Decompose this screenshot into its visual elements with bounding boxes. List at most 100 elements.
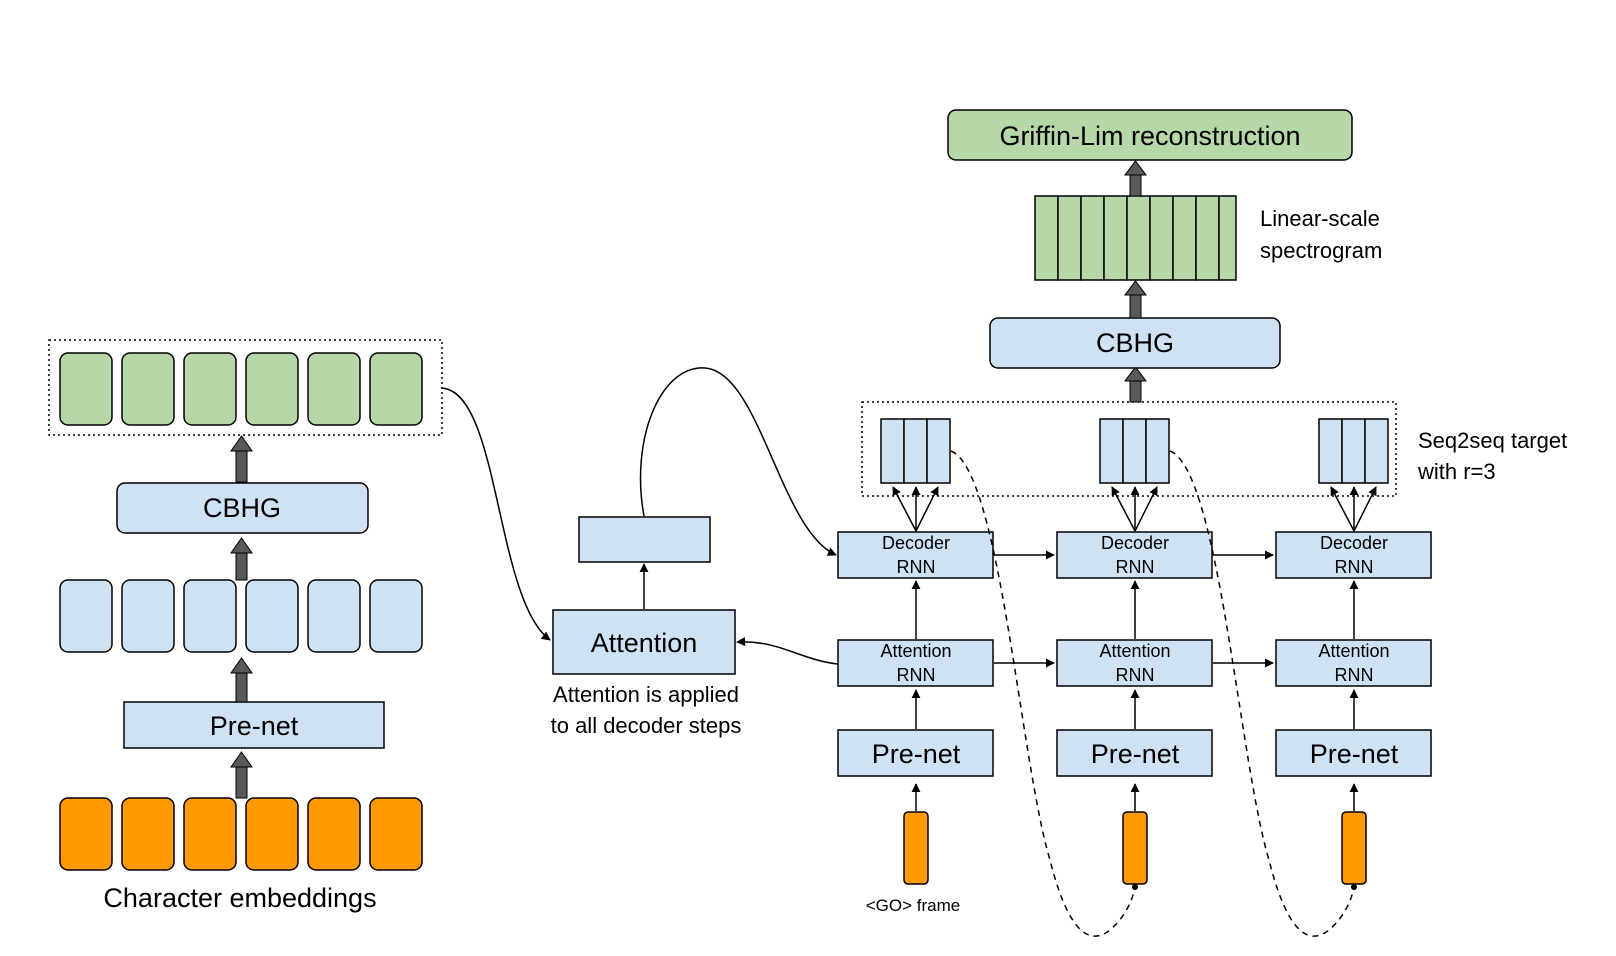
decoder-prenet-box bbox=[1275, 729, 1432, 777]
spectrogram-frame bbox=[1195, 195, 1220, 281]
decoder-rnn-label-line2: RNN bbox=[1335, 557, 1374, 577]
output-frame-group bbox=[1318, 418, 1389, 484]
output-frame bbox=[880, 418, 905, 484]
spectrogram-frame bbox=[1218, 195, 1237, 281]
decoder-rnn-label-line2: RNN bbox=[1116, 557, 1155, 577]
spectrogram-frame bbox=[1149, 195, 1174, 281]
postnet-cbhg-label: CBHG bbox=[1096, 328, 1174, 358]
thick-arrow-shaft bbox=[235, 449, 248, 483]
thick-arrow-head bbox=[230, 435, 253, 452]
spectrogram-label-line2: spectrogram bbox=[1260, 238, 1382, 263]
output-frame bbox=[1341, 418, 1366, 484]
encoder-intermediate-blocks bbox=[59, 579, 423, 653]
thick-arrow-shaft bbox=[235, 551, 248, 581]
go-frame-block bbox=[903, 811, 929, 885]
attention-rnn-label-line1: Attention bbox=[1099, 641, 1170, 661]
decoder-step-3: Pre-net Attention RNN Decoder RNN bbox=[1275, 418, 1432, 885]
fan-arrow bbox=[1111, 486, 1136, 532]
spectrogram-frame bbox=[1172, 195, 1197, 281]
fan-arrow bbox=[915, 486, 939, 532]
thick-arrow-head bbox=[230, 657, 253, 674]
thick-arrow-head bbox=[1124, 366, 1147, 382]
encoder-intermediate-block bbox=[59, 579, 113, 653]
encoder-output-block bbox=[59, 352, 113, 426]
griffin-lim-label: Griffin-Lim reconstruction bbox=[999, 121, 1300, 151]
spectrogram-label-line1: Linear-scale bbox=[1260, 206, 1380, 231]
output-frame-group bbox=[880, 418, 951, 484]
seq2seq-label-line2: with r=3 bbox=[1417, 459, 1496, 484]
input-frame-block bbox=[1122, 811, 1148, 885]
feedback-dot bbox=[1351, 884, 1357, 890]
encoder-cbhg-label: CBHG bbox=[203, 493, 281, 523]
decoder-prenet-label: Pre-net bbox=[872, 739, 961, 769]
output-frame bbox=[1145, 418, 1170, 484]
encoder-cbhg-box bbox=[116, 482, 369, 534]
thick-arrow-head bbox=[1124, 280, 1147, 296]
encoder-prenet-label: Pre-net bbox=[210, 711, 299, 741]
decoder-step-2: Pre-net Attention RNN Decoder RNN bbox=[1056, 418, 1213, 885]
thick-arrow-head bbox=[1124, 160, 1147, 176]
decoder-rnn-label-line1: Decoder bbox=[1101, 533, 1169, 553]
thick-arrow-shaft bbox=[1129, 293, 1142, 319]
decoder-rnn-label-line1: Decoder bbox=[882, 533, 950, 553]
output-frame bbox=[903, 418, 928, 484]
char-embedding-block bbox=[369, 797, 423, 871]
output-frame bbox=[1122, 418, 1147, 484]
output-frame bbox=[1364, 418, 1389, 484]
decoder-rnn-box bbox=[837, 531, 994, 579]
encoder-intermediate-block bbox=[245, 579, 299, 653]
encoder-intermediate-block bbox=[183, 579, 237, 653]
encoder-prenet-box bbox=[123, 701, 385, 749]
thick-arrow-shaft bbox=[1129, 379, 1142, 403]
attention-rnn-label-line2: RNN bbox=[1335, 665, 1374, 685]
attention-rnn-label-line2: RNN bbox=[1116, 665, 1155, 685]
encoder-intermediate-block bbox=[307, 579, 361, 653]
attention-box bbox=[552, 609, 736, 675]
encoder-intermediate-block bbox=[121, 579, 175, 653]
spectrogram-frame bbox=[1126, 195, 1151, 281]
output-frame bbox=[1099, 418, 1124, 484]
attention-label: Attention bbox=[591, 628, 698, 658]
decoder-prenet-label: Pre-net bbox=[1091, 739, 1180, 769]
spectrogram-frame bbox=[1103, 195, 1128, 281]
thick-arrow-shaft bbox=[235, 671, 248, 703]
seq2seq-label-line1: Seq2seq target bbox=[1418, 428, 1567, 453]
attention-rnn-box bbox=[1275, 639, 1432, 687]
output-frame bbox=[1318, 418, 1343, 484]
encoder-output-block bbox=[183, 352, 237, 426]
attention-rnn-to-attention-arrow bbox=[736, 637, 839, 665]
attention-note-line2: to all decoder steps bbox=[551, 713, 742, 738]
decoder-rnn-label-line1: Decoder bbox=[1320, 533, 1388, 553]
fan-arrow bbox=[1134, 486, 1158, 532]
attention-rnn-box bbox=[1056, 639, 1213, 687]
char-embedding-block bbox=[307, 797, 361, 871]
encoder-output-block bbox=[245, 352, 299, 426]
postnet: CBHG Linear-scale spectrogram Griffin-Li… bbox=[947, 109, 1382, 403]
griffin-lim-box bbox=[947, 109, 1353, 161]
char-embedding-block bbox=[245, 797, 299, 871]
attention-module: Attention Attention is applied to all de… bbox=[551, 516, 742, 738]
attention-context-box bbox=[578, 516, 711, 563]
thick-arrow-shaft bbox=[1129, 173, 1142, 197]
feedback-dashed-loop bbox=[950, 450, 1136, 937]
fan-arrow bbox=[1330, 486, 1355, 532]
input-frame-block bbox=[1341, 811, 1367, 885]
decoder-rnn-box bbox=[1056, 531, 1213, 579]
encoder-output-block bbox=[369, 352, 423, 426]
decoder-prenet-box bbox=[1056, 729, 1213, 777]
feedback-dashed-loop bbox=[1169, 450, 1355, 937]
decoder-rnn-box bbox=[1275, 531, 1432, 579]
encoder-intermediate-block bbox=[369, 579, 423, 653]
encoder-to-attention-arrow bbox=[440, 387, 551, 641]
output-frame bbox=[926, 418, 951, 484]
char-embedding-block bbox=[59, 797, 113, 871]
spectrogram-frame bbox=[1080, 195, 1105, 281]
decoder-step-1: <GO> frame Pre-net Attention RNN Decoder… bbox=[837, 418, 994, 915]
fan-arrow bbox=[1353, 486, 1377, 532]
encoder-output-block bbox=[307, 352, 361, 426]
fan-arrow bbox=[892, 486, 917, 532]
attention-note-line1: Attention is applied bbox=[553, 682, 739, 707]
character-embeddings-label: Character embeddings bbox=[103, 883, 376, 913]
char-embedding-block bbox=[121, 797, 175, 871]
